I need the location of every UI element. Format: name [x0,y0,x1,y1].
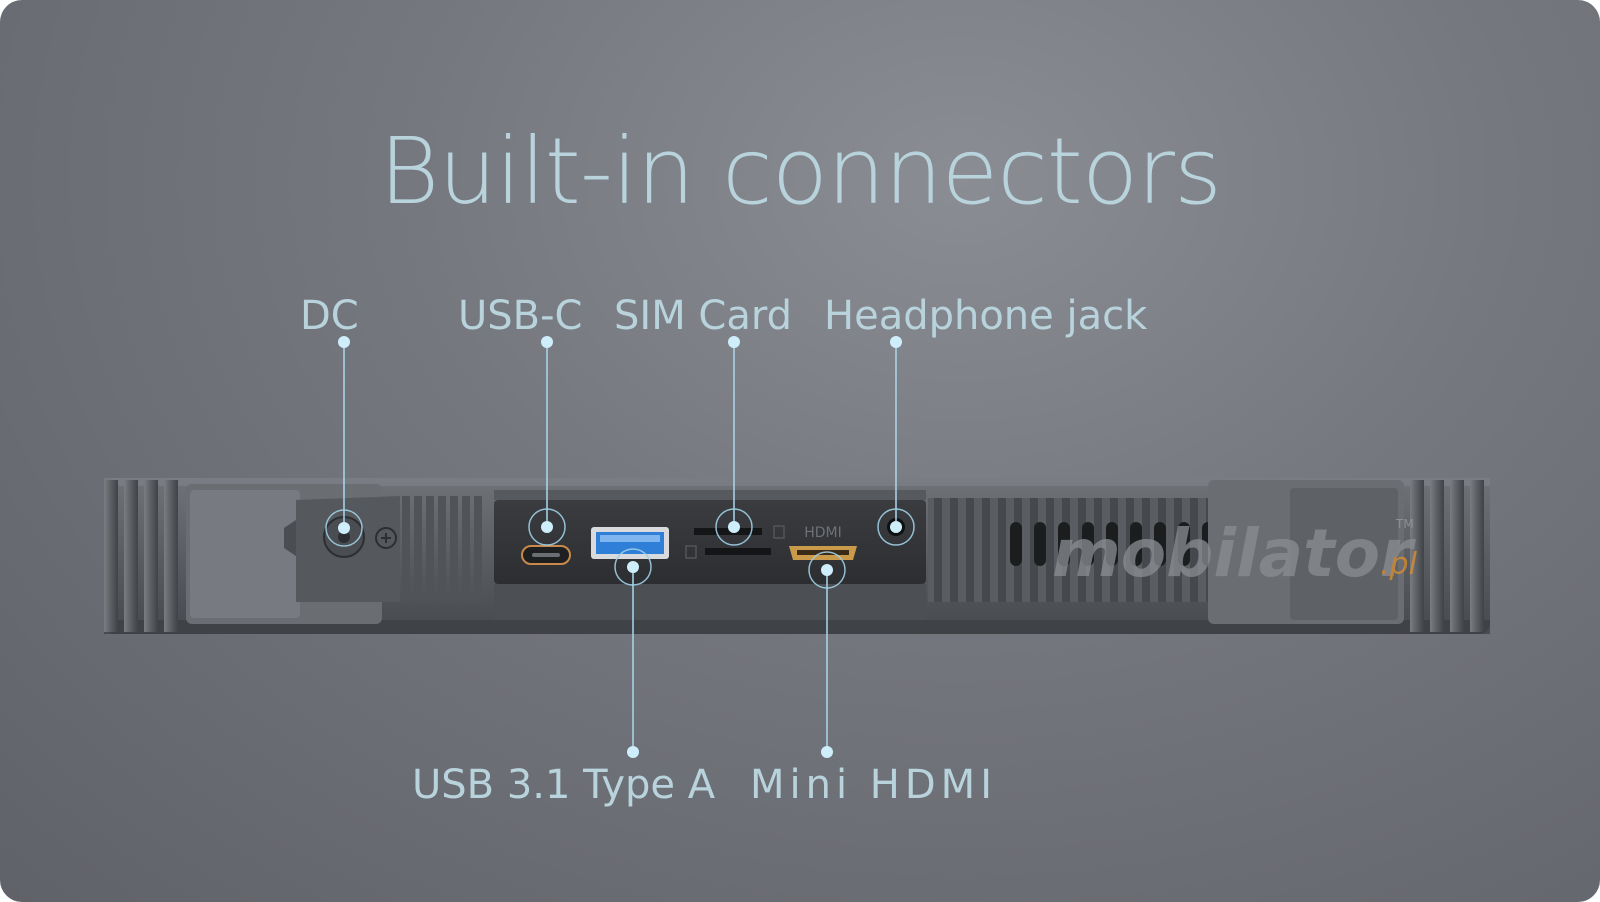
mini-hdmi-label-dot [821,746,833,758]
headphone-port-dot [890,521,902,533]
callout-rings [325,508,915,589]
dc-port-dot [338,522,350,534]
mini-hdmi-callout-ring [808,551,846,589]
headphone-jack-label: Headphone jack [824,293,1148,339]
mini-hdmi-port-dot [821,564,833,576]
usb-a-callout-ring [614,548,652,586]
left-port-cover [186,484,400,624]
sim-card-label: SIM Card [614,293,792,339]
right-port-cover [1208,480,1404,624]
sim-card-callout-ring [715,508,753,546]
sim-card-slot [685,525,785,559]
usb-c-callout-ring [528,508,566,546]
mobilator-watermark: mobilator .pl TM [1052,515,1418,592]
usb-c-label: USB-C [458,293,583,339]
usb-c-port [521,545,571,565]
watermark-suffix: .pl [1380,547,1418,582]
mini-hdmi-label: Mini HDMI [750,762,997,808]
port-panel [494,490,926,620]
center-ribs-left [402,496,482,602]
left-cooling-fins [104,480,178,632]
dc-label-dot [338,336,350,348]
usb-a-port [591,527,669,559]
usb-a-port-dot [627,561,639,573]
dc-callout-ring [325,509,363,547]
headphone-callout-ring [877,508,915,546]
callout-dots [338,336,902,758]
right-cooling-fins [1410,480,1484,632]
usb-a-label-dot [627,746,639,758]
dc-port [323,516,397,558]
usb-a-label: USB 3.1 Type A [412,762,716,808]
headphone-label-dot [890,336,902,348]
page-title: Built-in connectors [379,118,1222,225]
trademark-mark: TM [1395,517,1414,531]
usb-c-label-dot [541,336,553,348]
watermark-text: mobilator [1052,515,1416,592]
dc-label: DC [300,293,359,339]
sim-card-label-dot [728,336,740,348]
sim-card-port-dot [728,521,740,533]
hdmi-port-marking: HDMI [804,525,842,541]
usb-c-port-dot [541,521,553,533]
callouts [343,342,897,752]
